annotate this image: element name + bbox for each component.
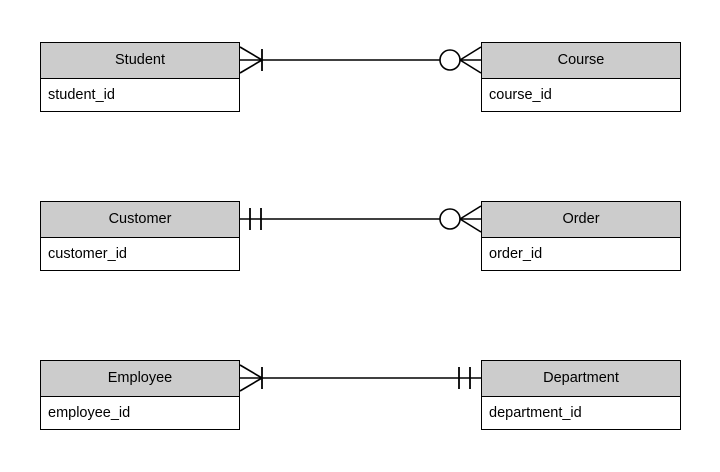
entity-course[interactable]: Course course_id: [481, 42, 681, 112]
entity-employee-attribute: employee_id: [41, 397, 239, 429]
relationship-student-course: Student student_id Course course_id: [0, 42, 720, 112]
entity-department-name: Department: [482, 361, 680, 397]
entity-course-name: Course: [482, 43, 680, 79]
entity-student-name: Student: [41, 43, 239, 79]
entity-employee-name: Employee: [41, 361, 239, 397]
entity-course-attribute: course_id: [482, 79, 680, 111]
entity-customer-attribute: customer_id: [41, 238, 239, 270]
entity-order-attribute: order_id: [482, 238, 680, 270]
entity-order[interactable]: Order order_id: [481, 201, 681, 271]
relationship-customer-order: Customer customer_id Order order_id: [0, 201, 720, 271]
entity-order-name: Order: [482, 202, 680, 238]
entity-department-attribute: department_id: [482, 397, 680, 429]
entity-student[interactable]: Student student_id: [40, 42, 240, 112]
entity-employee[interactable]: Employee employee_id: [40, 360, 240, 430]
entity-student-attribute: student_id: [41, 79, 239, 111]
entity-department[interactable]: Department department_id: [481, 360, 681, 430]
relationship-employee-department: Employee employee_id Department departme…: [0, 360, 720, 430]
entity-customer-name: Customer: [41, 202, 239, 238]
entity-customer[interactable]: Customer customer_id: [40, 201, 240, 271]
